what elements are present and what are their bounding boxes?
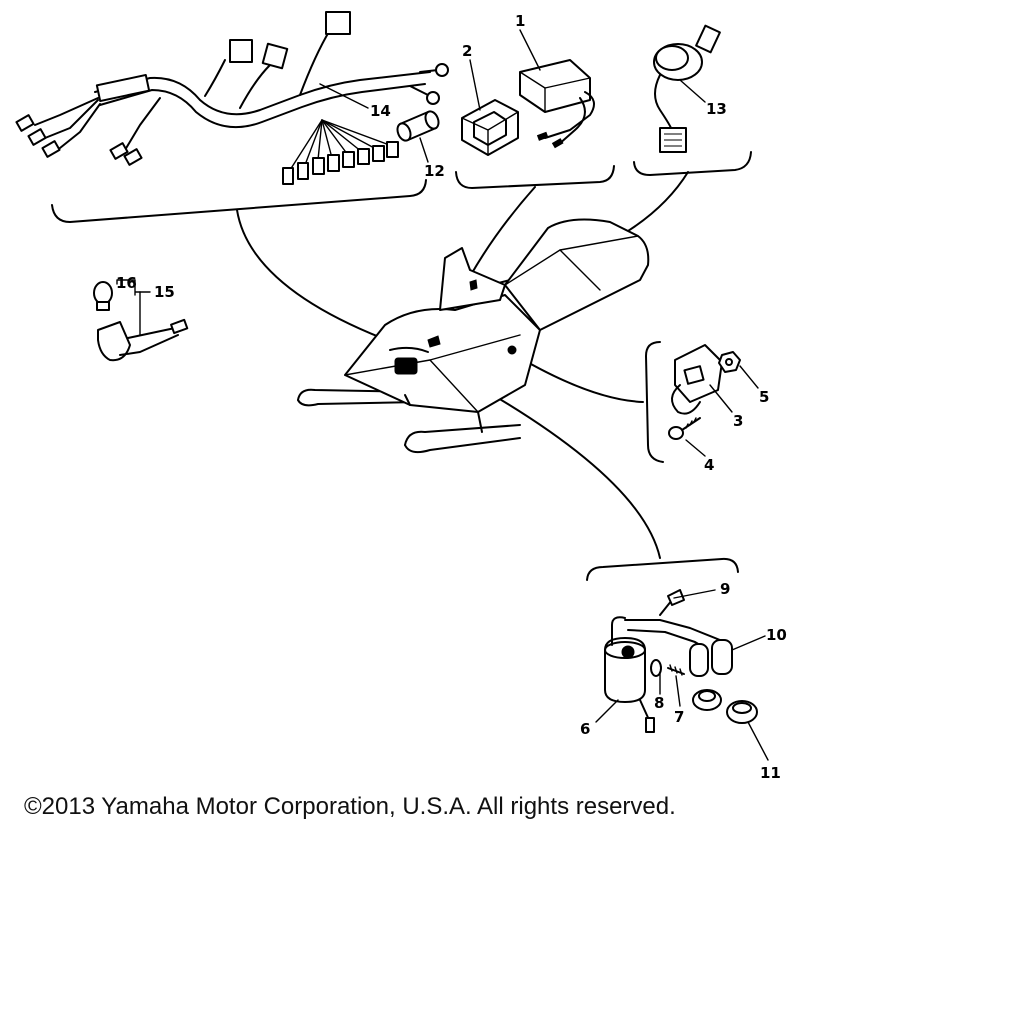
ski-left xyxy=(297,388,421,401)
rectifier xyxy=(461,99,519,156)
bracket-switch xyxy=(633,151,752,176)
callout-12: 12 xyxy=(424,162,445,180)
callout-10: 10 xyxy=(766,626,787,644)
lighting-coil xyxy=(668,344,741,440)
engine-block xyxy=(394,357,418,375)
bracket-harness xyxy=(51,179,427,223)
spark-plug-cap-2 xyxy=(689,643,709,677)
connector-upper-2 xyxy=(261,42,289,70)
bracket-ignition xyxy=(586,557,739,581)
ring-terminal-1 xyxy=(435,63,449,77)
screw xyxy=(668,417,701,440)
callout-14: 14 xyxy=(370,102,391,120)
seat-tunnel xyxy=(504,218,650,331)
callout-15: 15 xyxy=(154,283,175,301)
cdi-unit xyxy=(519,59,595,149)
left-terminals xyxy=(15,114,143,166)
callout-1: 1 xyxy=(515,12,525,30)
windshield xyxy=(439,247,506,311)
callout-7: 7 xyxy=(674,708,684,726)
bracket-cdi xyxy=(455,165,615,189)
harness-trunk xyxy=(94,71,431,116)
callout-3: 3 xyxy=(733,412,743,430)
snowmobile xyxy=(297,218,650,454)
connector-upper-1 xyxy=(229,39,253,63)
callouts: 1 2 3 4 5 6 7 8 9 10 11 12 13 14 15 16 xyxy=(116,12,787,782)
ignition-coil xyxy=(604,589,758,733)
key xyxy=(695,24,721,54)
fuse-holder xyxy=(396,110,440,142)
callout-13: 13 xyxy=(706,100,727,118)
washer xyxy=(650,659,662,677)
bracket-lighting xyxy=(645,341,664,463)
callout-2: 2 xyxy=(462,42,472,60)
ski-right xyxy=(404,424,521,446)
hood xyxy=(344,294,541,413)
leader-ticks xyxy=(319,29,769,761)
callout-5: 5 xyxy=(759,388,769,406)
main-switch xyxy=(653,24,721,153)
harness-sleeve xyxy=(95,73,151,103)
connector-upper-3 xyxy=(325,11,351,35)
callout-4: 4 xyxy=(704,456,714,474)
callout-16: 16 xyxy=(116,274,137,292)
copyright-notice: ©2013 Yamaha Motor Corporation, U.S.A. A… xyxy=(24,793,676,820)
callout-6: 6 xyxy=(580,720,590,738)
ring-terminal-2 xyxy=(426,91,440,105)
harness-fan xyxy=(282,119,399,185)
callout-8: 8 xyxy=(654,694,664,712)
group-brackets xyxy=(51,151,752,581)
nut xyxy=(718,351,741,373)
wire-harness xyxy=(15,11,449,185)
tail-light xyxy=(93,279,189,362)
callout-9: 9 xyxy=(720,580,730,598)
spark-plug-cap-1 xyxy=(711,639,733,675)
bulb xyxy=(93,281,113,305)
parts-diagram: 1 2 3 4 5 6 7 8 9 10 11 12 13 14 15 16 xyxy=(15,11,787,782)
leader-harness xyxy=(236,209,401,346)
callout-11: 11 xyxy=(760,764,781,782)
